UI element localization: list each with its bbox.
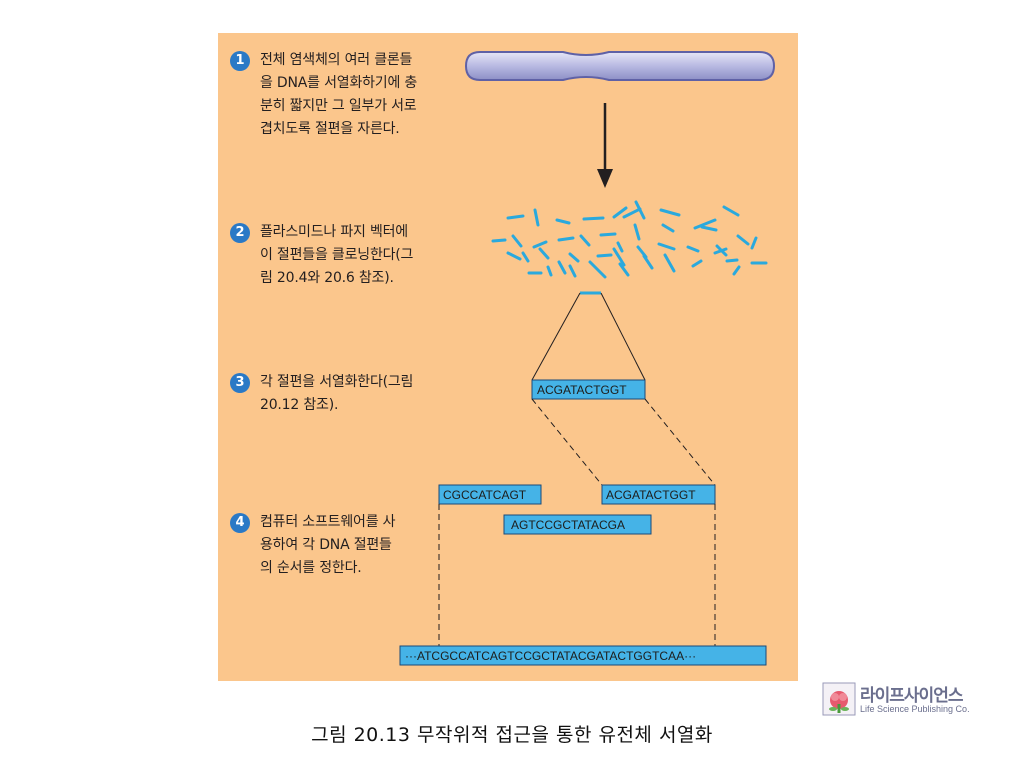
assembled-sequence-box <box>399 645 767 666</box>
figure-panel: 1 전체 염색체의 여러 클론들 을 DNA를 서열화하기에 충 분히 짧지만 … <box>218 33 798 681</box>
dna-fragment <box>555 218 571 225</box>
dna-fragment <box>491 238 507 243</box>
dna-fragment <box>691 259 703 268</box>
dna-fragment <box>521 251 530 263</box>
arrowhead-icon <box>597 169 613 188</box>
figure-caption: 그림 20.13 무작위적 접근을 통한 유전체 서열화 <box>311 724 713 746</box>
fragment-box-middle <box>503 514 652 535</box>
dna-fragment <box>557 260 567 275</box>
dna-fragment <box>612 206 628 219</box>
zoom-line-left <box>531 292 581 381</box>
dna-fragment <box>686 245 700 253</box>
assembled-sequence-label: ···ATCGCCATCAGTCCGCTATACGATACTGGTCAA··· <box>405 649 696 663</box>
dna-fragment <box>661 223 675 233</box>
step-text: 각 절편을 서열화한다(그림 20.12 참조). <box>260 374 414 413</box>
dna-fragment <box>579 234 591 247</box>
dna-fragment <box>663 253 676 273</box>
dna-fragment <box>612 247 626 267</box>
dna-fragment <box>588 260 607 279</box>
publisher-logo: 라이프사이언스 Life Science Publishing Co. <box>822 682 1002 720</box>
fragment-label-left: CGCCATCAGT <box>443 488 527 502</box>
fragment-box-left <box>438 484 542 505</box>
logo-subtitle: Life Science Publishing Co. <box>860 704 970 714</box>
dna-fragment <box>657 242 676 251</box>
dna-fragment <box>622 207 642 219</box>
dna-fragment <box>582 216 605 221</box>
dna-fragment <box>511 234 523 248</box>
diagram-svg: ACGATACTGGT CGCCATCAGT ACGATACTGGT AGTCC… <box>399 51 776 666</box>
dna-fragment <box>722 205 740 217</box>
step-number: 4 <box>230 513 250 533</box>
dna-fragment <box>736 234 750 246</box>
step-text: 컴퓨터 소프트웨어를 사 용하여 각 DNA 절편들 의 순서를 정한다. <box>260 514 396 576</box>
dashed-connector <box>644 398 716 486</box>
dna-fragment <box>568 252 580 263</box>
step-number: 3 <box>230 373 250 393</box>
dna-fragment <box>642 254 654 270</box>
dna-fragment <box>659 208 681 217</box>
sequence-box <box>531 379 646 400</box>
step-text: 플라스미드나 파지 벡터에 이 절편들을 클로닝한다(그 림 20.4와 20.… <box>260 224 414 286</box>
flower-emblem-icon <box>822 682 856 716</box>
dna-fragment <box>700 225 718 232</box>
step-number: 1 <box>230 51 250 71</box>
sequence-label: ACGATACTGGT <box>537 383 627 397</box>
dna-fragment <box>732 265 741 276</box>
dashed-connector <box>531 398 603 486</box>
fragment-label-middle: AGTCCGCTATACGA <box>511 518 625 532</box>
dna-fragment <box>546 265 553 277</box>
dna-fragment <box>618 262 630 277</box>
dna-fragment <box>506 251 522 261</box>
zoom-line-right <box>600 292 646 381</box>
dna-fragment <box>633 223 641 241</box>
chromosome-icon <box>464 51 776 81</box>
dna-fragment <box>725 258 739 263</box>
dna-fragment <box>557 236 575 242</box>
logo-name: 라이프사이언스 <box>860 686 963 706</box>
dna-fragment <box>693 218 717 230</box>
fragment-label-right: ACGATACTGGT <box>606 488 696 502</box>
dna-fragment <box>538 247 550 260</box>
dna-fragment <box>616 241 624 253</box>
dna-fragments <box>491 200 768 279</box>
step-text: 전체 염색체의 여러 클론들 을 DNA를 서열화하기에 충 분히 짧지만 그 … <box>260 52 418 137</box>
fragment-box-right <box>601 484 716 505</box>
step-number: 2 <box>230 223 250 243</box>
dna-fragment <box>568 264 577 278</box>
dna-fragment <box>596 253 613 258</box>
dna-fragment <box>713 247 728 255</box>
dna-fragment <box>599 232 617 237</box>
dna-fragment <box>750 236 758 250</box>
dna-fragment <box>506 214 525 220</box>
dna-fragment <box>532 240 548 249</box>
dna-fragment <box>533 208 540 227</box>
dna-fragment <box>634 200 646 220</box>
